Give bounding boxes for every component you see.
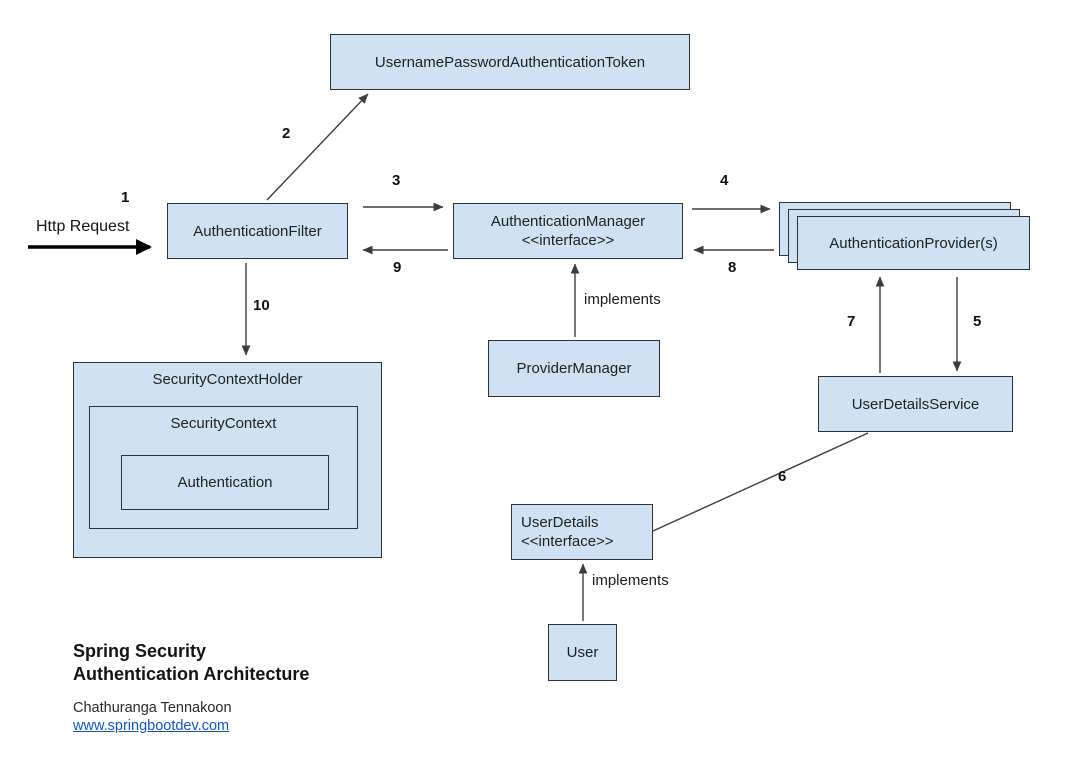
node-label: AuthenticationManager [490,213,646,230]
node-security-context-holder: SecurityContextHolder SecurityContext Au… [73,362,382,558]
step-label-2: 2 [282,125,291,142]
node-stereotype: <<interface>> [521,533,614,550]
node-label: UserDetailsService [851,395,980,413]
node-user-details: UserDetails <<interface>> [511,504,653,560]
node-label: User [566,644,599,661]
node-user: User [548,624,617,681]
step-label-9: 9 [393,259,402,276]
implements-label-provider-manager: implements [584,291,661,308]
website-link[interactable]: www.springbootdev.com [73,718,230,734]
author-name: Chathuranga Tennakoon [73,700,232,716]
step-label-3: 3 [392,172,401,189]
footer-block: Spring Security Authentication Architect… [73,640,309,736]
node-authentication: Authentication [121,455,329,510]
http-request-label: Http Request [36,218,130,235]
node-authentication-filter: AuthenticationFilter [167,203,348,259]
step-label-7: 7 [847,313,856,330]
implements-label-user: implements [592,572,669,589]
node-label: ProviderManager [516,360,632,377]
diagram-title-line1: Spring Security [73,641,207,661]
step-label-10: 10 [253,297,270,314]
node-label: AuthenticationProvider(s) [829,234,998,252]
node-label: Authentication [177,474,273,491]
node-username-password-authentication-token: UsernamePasswordAuthenticationToken [330,34,690,90]
node-label: AuthenticationFilter [193,222,322,240]
node-label: UsernamePasswordAuthenticationToken [374,53,646,71]
line-step-6 [652,432,869,532]
diagram-title-line2: Authentication Architecture [73,664,310,684]
step-label-6: 6 [778,468,787,485]
arrow-step-2 [266,93,369,201]
node-authentication-manager: AuthenticationManager <<interface>> [453,203,683,259]
node-stereotype: <<interface>> [521,232,615,249]
node-authentication-providers: AuthenticationProvider(s) [797,216,1030,270]
node-label: SecurityContextHolder [152,371,303,388]
node-provider-manager: ProviderManager [488,340,660,397]
step-label-8: 8 [728,259,737,276]
node-user-details-service: UserDetailsService [818,376,1013,432]
node-security-context: SecurityContext Authentication [89,406,358,529]
step-label-5: 5 [973,313,982,330]
node-label: UserDetails [521,514,599,531]
node-label: SecurityContext [170,415,277,432]
step-label-1: 1 [121,189,130,206]
step-label-4: 4 [720,172,729,189]
